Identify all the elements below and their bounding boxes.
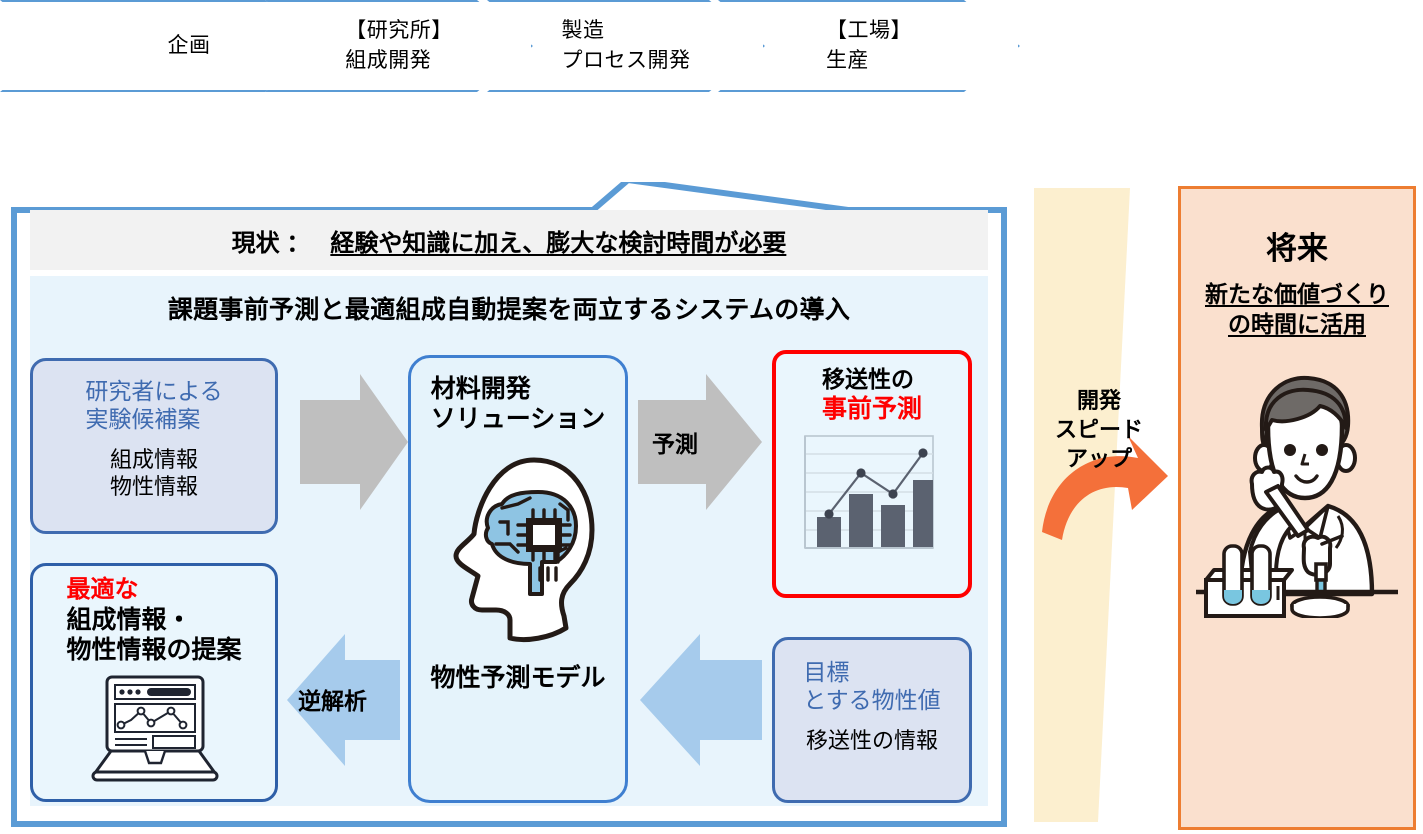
- target-detail: 移送性の情報: [805, 728, 938, 754]
- future-subtitle: 新たな価値づくり の時間に活用: [1205, 281, 1389, 337]
- process-step-label: 製造 プロセス開発: [561, 18, 691, 72]
- current-status-strip: 現状 ： 経験や知識に加え、膨大な検討時間が必要: [30, 210, 988, 270]
- brain-chip-head-icon: [430, 448, 606, 653]
- target-title: 目標 とする物性値: [803, 659, 941, 714]
- bar-line-chart-icon: [797, 432, 947, 563]
- development-speedup-label: 開発 スピード アップ: [1054, 388, 1143, 472]
- solution-title: 材料開発 ソリューション: [430, 375, 606, 433]
- development-speedup-wedge: [1034, 188, 1168, 822]
- researcher-candidate-box[interactable]: 研究者による 実験候補案 組成情報 物性情報: [30, 358, 278, 534]
- laptop-chart-icon: [71, 673, 237, 790]
- curved-up-right-arrow-icon: [1042, 436, 1168, 540]
- candidate-title: 研究者による 実験候補案: [85, 378, 223, 433]
- future-title: 将来: [1266, 231, 1328, 266]
- process-step-label: 企画: [167, 33, 211, 57]
- scientist-with-test-tubes-icon: [1181, 366, 1413, 618]
- transferability-prediction-box[interactable]: 移送性の 事前予測: [772, 350, 972, 598]
- process-chevron-bar: 企画 【研究所】 組成開発 製造 プロセス開発 【工場】 生産: [0, 0, 1020, 92]
- optimal-proposal-box[interactable]: 最適な 組成情報・ 物性情報の提案: [30, 563, 278, 802]
- arrow-label-inverse-analysis: 逆解析: [298, 688, 367, 714]
- predict-title: 移送性の 事前予測: [821, 366, 922, 423]
- current-status-text: 現状 ： 経験や知識に加え、膨大な検討時間が必要: [232, 223, 787, 258]
- process-step-label: 【研究所】 組成開発: [345, 18, 453, 72]
- system-headline: 課題事前予測と最適組成自動提案を両立するシステムの導入: [167, 296, 851, 324]
- status-label: 現状 ：: [231, 229, 311, 257]
- process-step-label: 【工場】 生産: [826, 18, 912, 72]
- process-step-process-development[interactable]: 製造 プロセス開発: [487, 0, 765, 92]
- future-panel: 将来 新たな価値づくり の時間に活用: [1178, 186, 1416, 830]
- candidate-details: 組成情報 物性情報: [109, 447, 198, 499]
- target-property-box[interactable]: 目標 とする物性値 移送性の情報: [772, 637, 972, 803]
- arrow-label-prediction: 予測: [652, 431, 698, 457]
- solution-caption: 物性予測モデル: [430, 664, 606, 692]
- material-development-solution-box[interactable]: 材料開発 ソリューション: [408, 355, 628, 803]
- status-value: 経験や知識に加え、膨大な検討時間が必要: [330, 229, 787, 257]
- optimal-title: 最適な 組成情報・ 物性情報の提案: [66, 576, 242, 664]
